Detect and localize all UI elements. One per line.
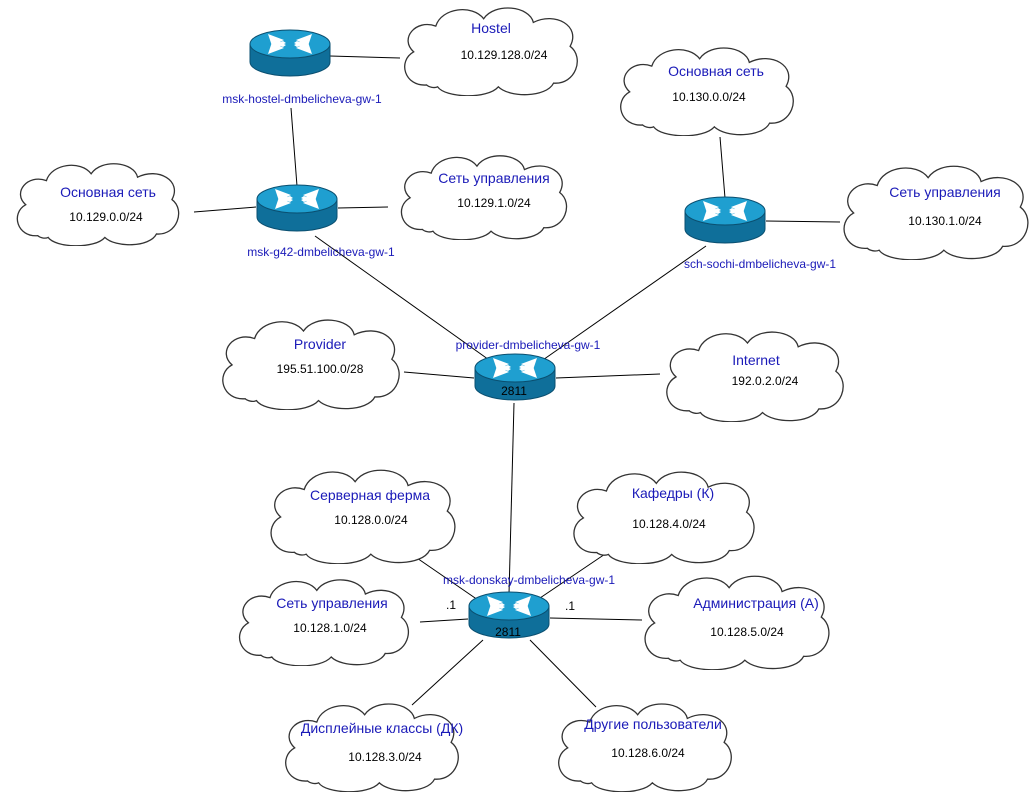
router-label: msk-g42-dmbelicheva-gw-1	[247, 245, 395, 259]
link-donskay-mgmt	[419, 618, 469, 623]
router-donskay[interactable]: msk-donskay-dmbelicheva-gw-1 2811	[443, 573, 615, 639]
router-model: 2811	[495, 625, 521, 639]
router-sochi[interactable]: sch-sochi-dmbelicheva-gw-1	[684, 196, 836, 271]
link-donskay-other	[529, 639, 597, 708]
cloud-administration: Администрация (А) 10.128.5.0/24	[644, 575, 830, 670]
cloud-title: Другие пользователи	[584, 716, 722, 732]
router-label: provider-dmbelicheva-gw-1	[456, 338, 601, 352]
cloud-subnet: 10.130.0.0/24	[672, 90, 746, 104]
cloud-donskay-mgmt: Сеть управления 10.128.1.0/24	[238, 579, 410, 666]
router-label: sch-sochi-dmbelicheva-gw-1	[684, 257, 836, 271]
link-g42-mgmt	[337, 206, 389, 209]
link-hostel-g42	[290, 107, 298, 187]
cloud-display-classes: Дисплейные классы (ДК) 10.128.3.0/24	[285, 703, 463, 792]
link-donskay-server-farm	[413, 555, 479, 601]
cloud-title: Основная сеть	[60, 184, 156, 200]
link-g42-provider	[314, 235, 493, 363]
link-hostel-router-cloud	[329, 55, 401, 59]
router-hostel[interactable]: msk-hostel-dmbelicheva-gw-1	[222, 29, 382, 106]
cloud-g42-mgmt: Сеть управления 10.129.1.0/24	[400, 155, 568, 240]
cloud-subnet: 10.128.4.0/24	[632, 517, 706, 531]
interface-label-right: .1	[565, 599, 575, 613]
cloud-other-users: Другие пользователи 10.128.6.0/24	[558, 703, 732, 792]
cloud-title: Provider	[294, 336, 346, 352]
cloud-title: Сеть управления	[889, 184, 1000, 200]
cloud-sochi-main: Основная сеть 10.130.0.0/24	[620, 47, 794, 136]
cloud-title: Администрация (А)	[693, 595, 818, 611]
router-icon	[249, 29, 331, 77]
router-g42[interactable]: msk-g42-dmbelicheva-gw-1	[247, 184, 395, 259]
cloud-title: Internet	[732, 352, 780, 368]
cloud-title: Hostel	[471, 20, 511, 36]
link-sochi-provider	[539, 245, 707, 363]
cloud-subnet: 10.128.0.0/24	[334, 513, 408, 527]
cloud-subnet: 10.129.0.0/24	[69, 210, 143, 224]
router-model: 2811	[501, 384, 527, 398]
cloud-title: Сеть управления	[276, 595, 387, 611]
links	[193, 55, 841, 708]
router-icon	[684, 196, 766, 244]
cloud-hostel: Hostel 10.129.128.0/24	[404, 7, 578, 96]
link-donskay-departments	[539, 547, 615, 599]
cloud-server-farm: Серверная ферма 10.128.0.0/24	[270, 469, 456, 564]
interface-label-left: .1	[446, 598, 456, 612]
router-label: msk-donskay-dmbelicheva-gw-1	[443, 573, 615, 587]
link-provider-cloud	[403, 371, 475, 379]
cloud-g42-main: Основная сеть 10.129.0.0/24	[16, 163, 180, 246]
cloud-subnet: 10.128.1.0/24	[293, 621, 367, 635]
cloud-subnet: 10.128.6.0/24	[611, 746, 685, 760]
link-sochi-main	[719, 136, 726, 199]
link-provider-donskay	[508, 402, 515, 595]
cloud-departments: Кафедры (К) 10.128.4.0/24	[573, 471, 755, 564]
cloud-subnet: 10.128.3.0/24	[348, 750, 422, 764]
link-sochi-mgmt	[765, 220, 841, 223]
cloud-subnet: 192.0.2.0/24	[732, 374, 799, 388]
link-provider-internet	[555, 373, 661, 379]
cloud-subnet: 10.129.1.0/24	[457, 196, 531, 210]
cloud-subnet: 10.129.128.0/24	[461, 48, 548, 62]
cloud-title: Сеть управления	[438, 170, 549, 186]
cloud-title: Основная сеть	[668, 63, 764, 79]
cloud-provider: Provider 195.51.100.0/28	[222, 319, 400, 410]
cloud-title: Серверная ферма	[310, 487, 430, 503]
cloud-title: Дисплейные классы (ДК)	[301, 720, 463, 736]
router-provider[interactable]: provider-dmbelicheva-gw-1 2811	[456, 338, 601, 401]
cloud-subnet: 195.51.100.0/28	[277, 362, 364, 376]
cloud-sochi-mgmt: Сеть управления 10.130.1.0/24	[843, 165, 1029, 260]
cloud-internet: Internet 192.0.2.0/24	[666, 331, 844, 422]
cloud-subnet: 10.130.1.0/24	[908, 214, 982, 228]
link-donskay-administration	[549, 617, 643, 621]
router-label: msk-hostel-dmbelicheva-gw-1	[222, 92, 382, 106]
link-g42-main	[193, 206, 257, 213]
cloud-subnet: 10.128.5.0/24	[710, 625, 784, 639]
link-donskay-display	[411, 639, 484, 706]
cloud-title: Кафедры (К)	[632, 485, 714, 501]
router-icon	[256, 184, 338, 232]
